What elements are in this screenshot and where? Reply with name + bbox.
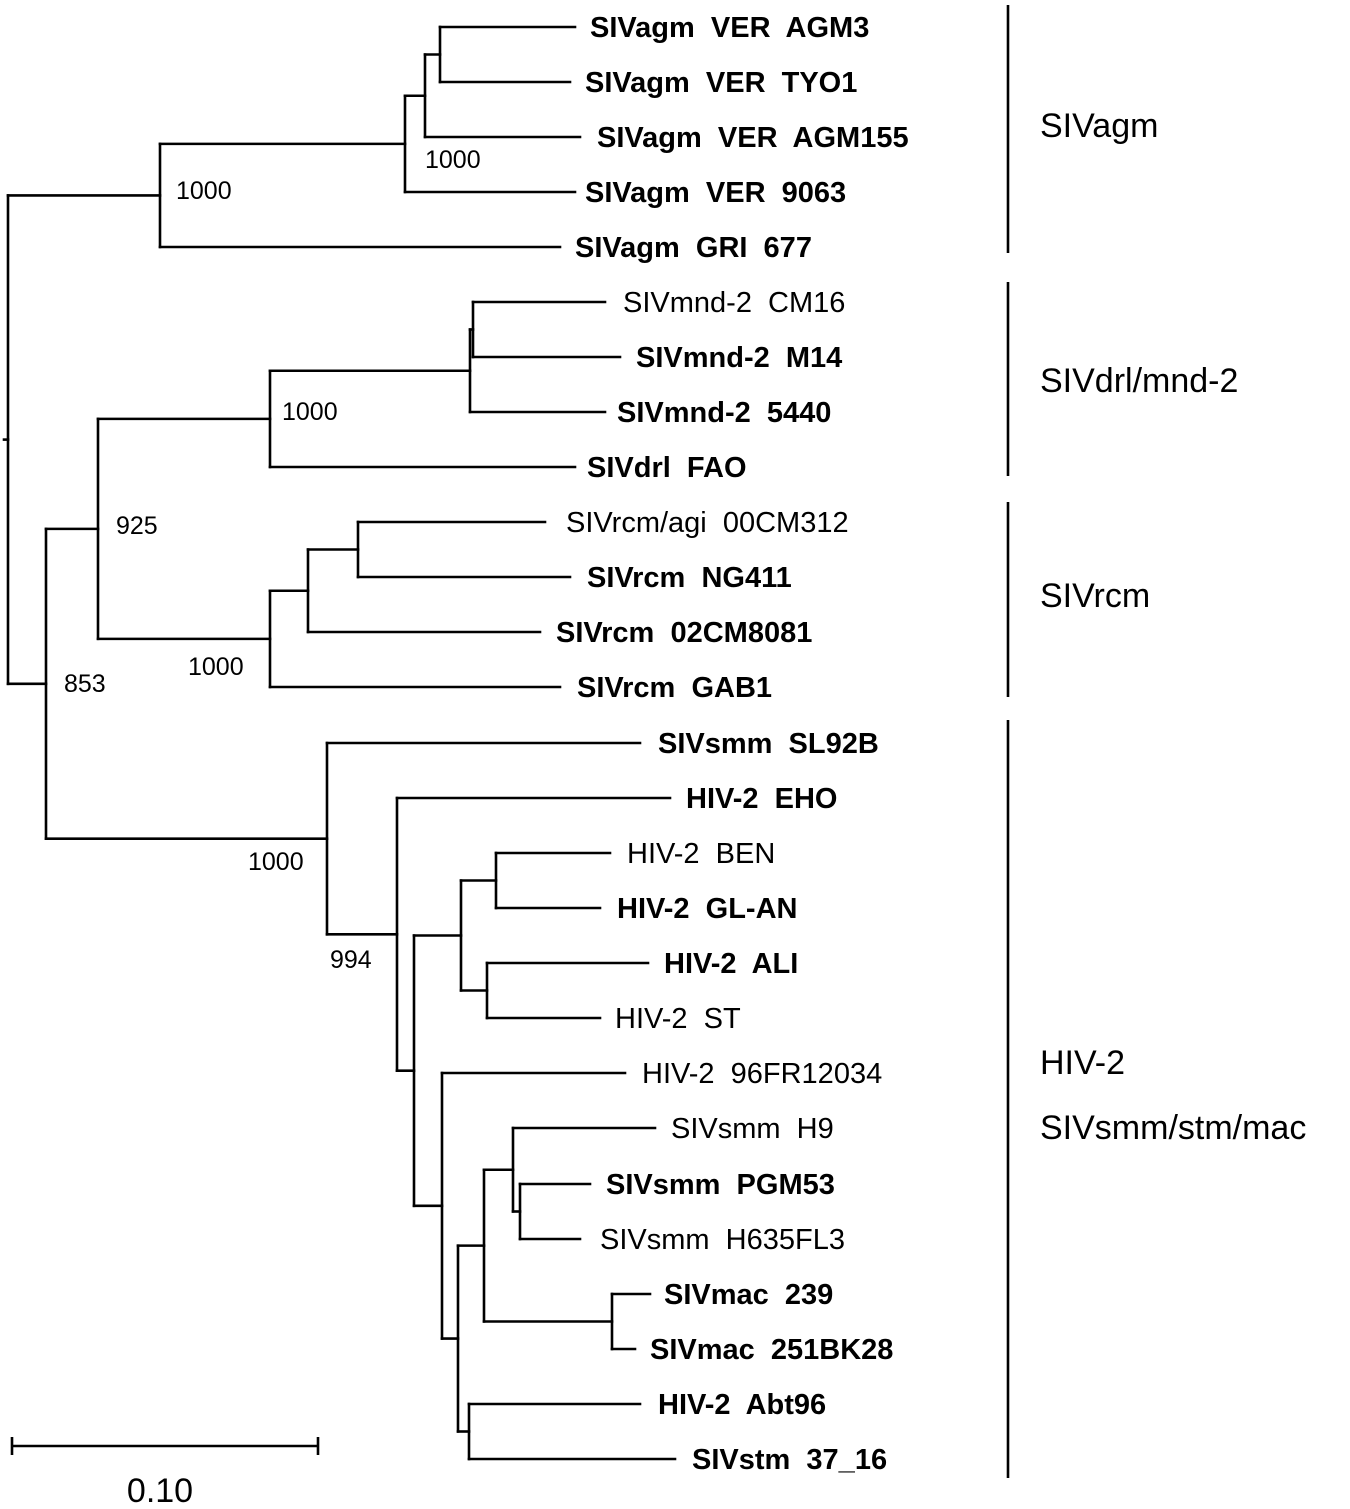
- leaf-label-m14: SIVmnd-2 M14: [636, 342, 842, 374]
- clade-label-drl: SIVdrl/mnd-2: [1040, 362, 1238, 400]
- leaf-label-fao: SIVdrl FAO: [587, 452, 747, 484]
- bootstrap-label: 1000: [188, 653, 244, 681]
- bootstrap-label: 1000: [176, 177, 232, 205]
- leaf-label-agm155: SIVagm VER AGM155: [597, 122, 909, 154]
- scale-bar-label: 0.10: [127, 1472, 193, 1509]
- leaf-label-ng411: SIVrcm NG411: [587, 562, 792, 594]
- leaf-label-stm: SIVstm 37_16: [692, 1444, 887, 1476]
- leaf-label-ben: HIV-2 BEN: [627, 838, 775, 870]
- leaf-label-abt96: HIV-2 Abt96: [658, 1389, 826, 1421]
- leaf-label-h635: SIVsmm H635FL3: [600, 1224, 845, 1256]
- leaf-label-glan: HIV-2 GL-AN: [617, 893, 797, 925]
- leaf-label-cm312: SIVrcm/agi 00CM312: [566, 507, 849, 539]
- bootstrap-label: 925: [116, 512, 158, 540]
- leaf-label-mac239: SIVmac 239: [664, 1279, 833, 1311]
- leaf-label-gab1: SIVrcm GAB1: [577, 672, 772, 704]
- clade-label-rcm: SIVrcm: [1040, 577, 1150, 615]
- leaf-label-v9063: SIVagm VER 9063: [585, 177, 846, 209]
- leaf-label-m5440: SIVmnd-2 5440: [617, 397, 831, 429]
- leaf-label-pgm53: SIVsmm PGM53: [606, 1169, 835, 1201]
- bootstrap-label: 1000: [425, 146, 481, 174]
- leaf-label-ali: HIV-2 ALI: [664, 948, 798, 980]
- tree-branches: [2, 25, 677, 1461]
- bootstrap-label: 1000: [248, 848, 304, 876]
- leaf-label-cm8081: SIVrcm 02CM8081: [556, 617, 812, 649]
- leaf-label-agm3: SIVagm VER AGM3: [590, 12, 869, 44]
- bootstrap-label: 1000: [282, 398, 338, 426]
- bootstrap-label: 853: [64, 670, 106, 698]
- clade-groups: SIVagmSIVdrl/mnd-2SIVrcmHIV-2SIVsmm/stm/…: [1006, 5, 1306, 1478]
- leaf-label-h9: SIVsmm H9: [671, 1113, 834, 1145]
- leaf-label-cm16: SIVmnd-2 CM16: [623, 287, 845, 319]
- leaf-label-gri677: SIVagm GRI 677: [575, 232, 812, 264]
- leaf-label-eho: HIV-2 EHO: [686, 783, 838, 815]
- leaf-label-st: HIV-2 ST: [615, 1003, 741, 1035]
- bootstrap-labels: 1000 1000 1000 925 1000 853 1000 994: [64, 146, 481, 974]
- leaf-label-tyo1: SIVagm VER TYO1: [585, 67, 857, 99]
- clade-label-hiv2: SIVsmm/stm/mac: [1040, 1109, 1306, 1147]
- leaf-label-fr12034: HIV-2 96FR12034: [642, 1058, 882, 1090]
- leaf-label-mac251: SIVmac 251BK28: [650, 1334, 893, 1366]
- bootstrap-label: 994: [330, 946, 372, 974]
- scale-bar: 0.10: [10, 1437, 320, 1509]
- leaf-label-sl92b: SIVsmm SL92B: [658, 728, 879, 760]
- clade-label-agm: SIVagm: [1040, 107, 1158, 145]
- clade-label-hiv2: HIV-2: [1040, 1044, 1125, 1082]
